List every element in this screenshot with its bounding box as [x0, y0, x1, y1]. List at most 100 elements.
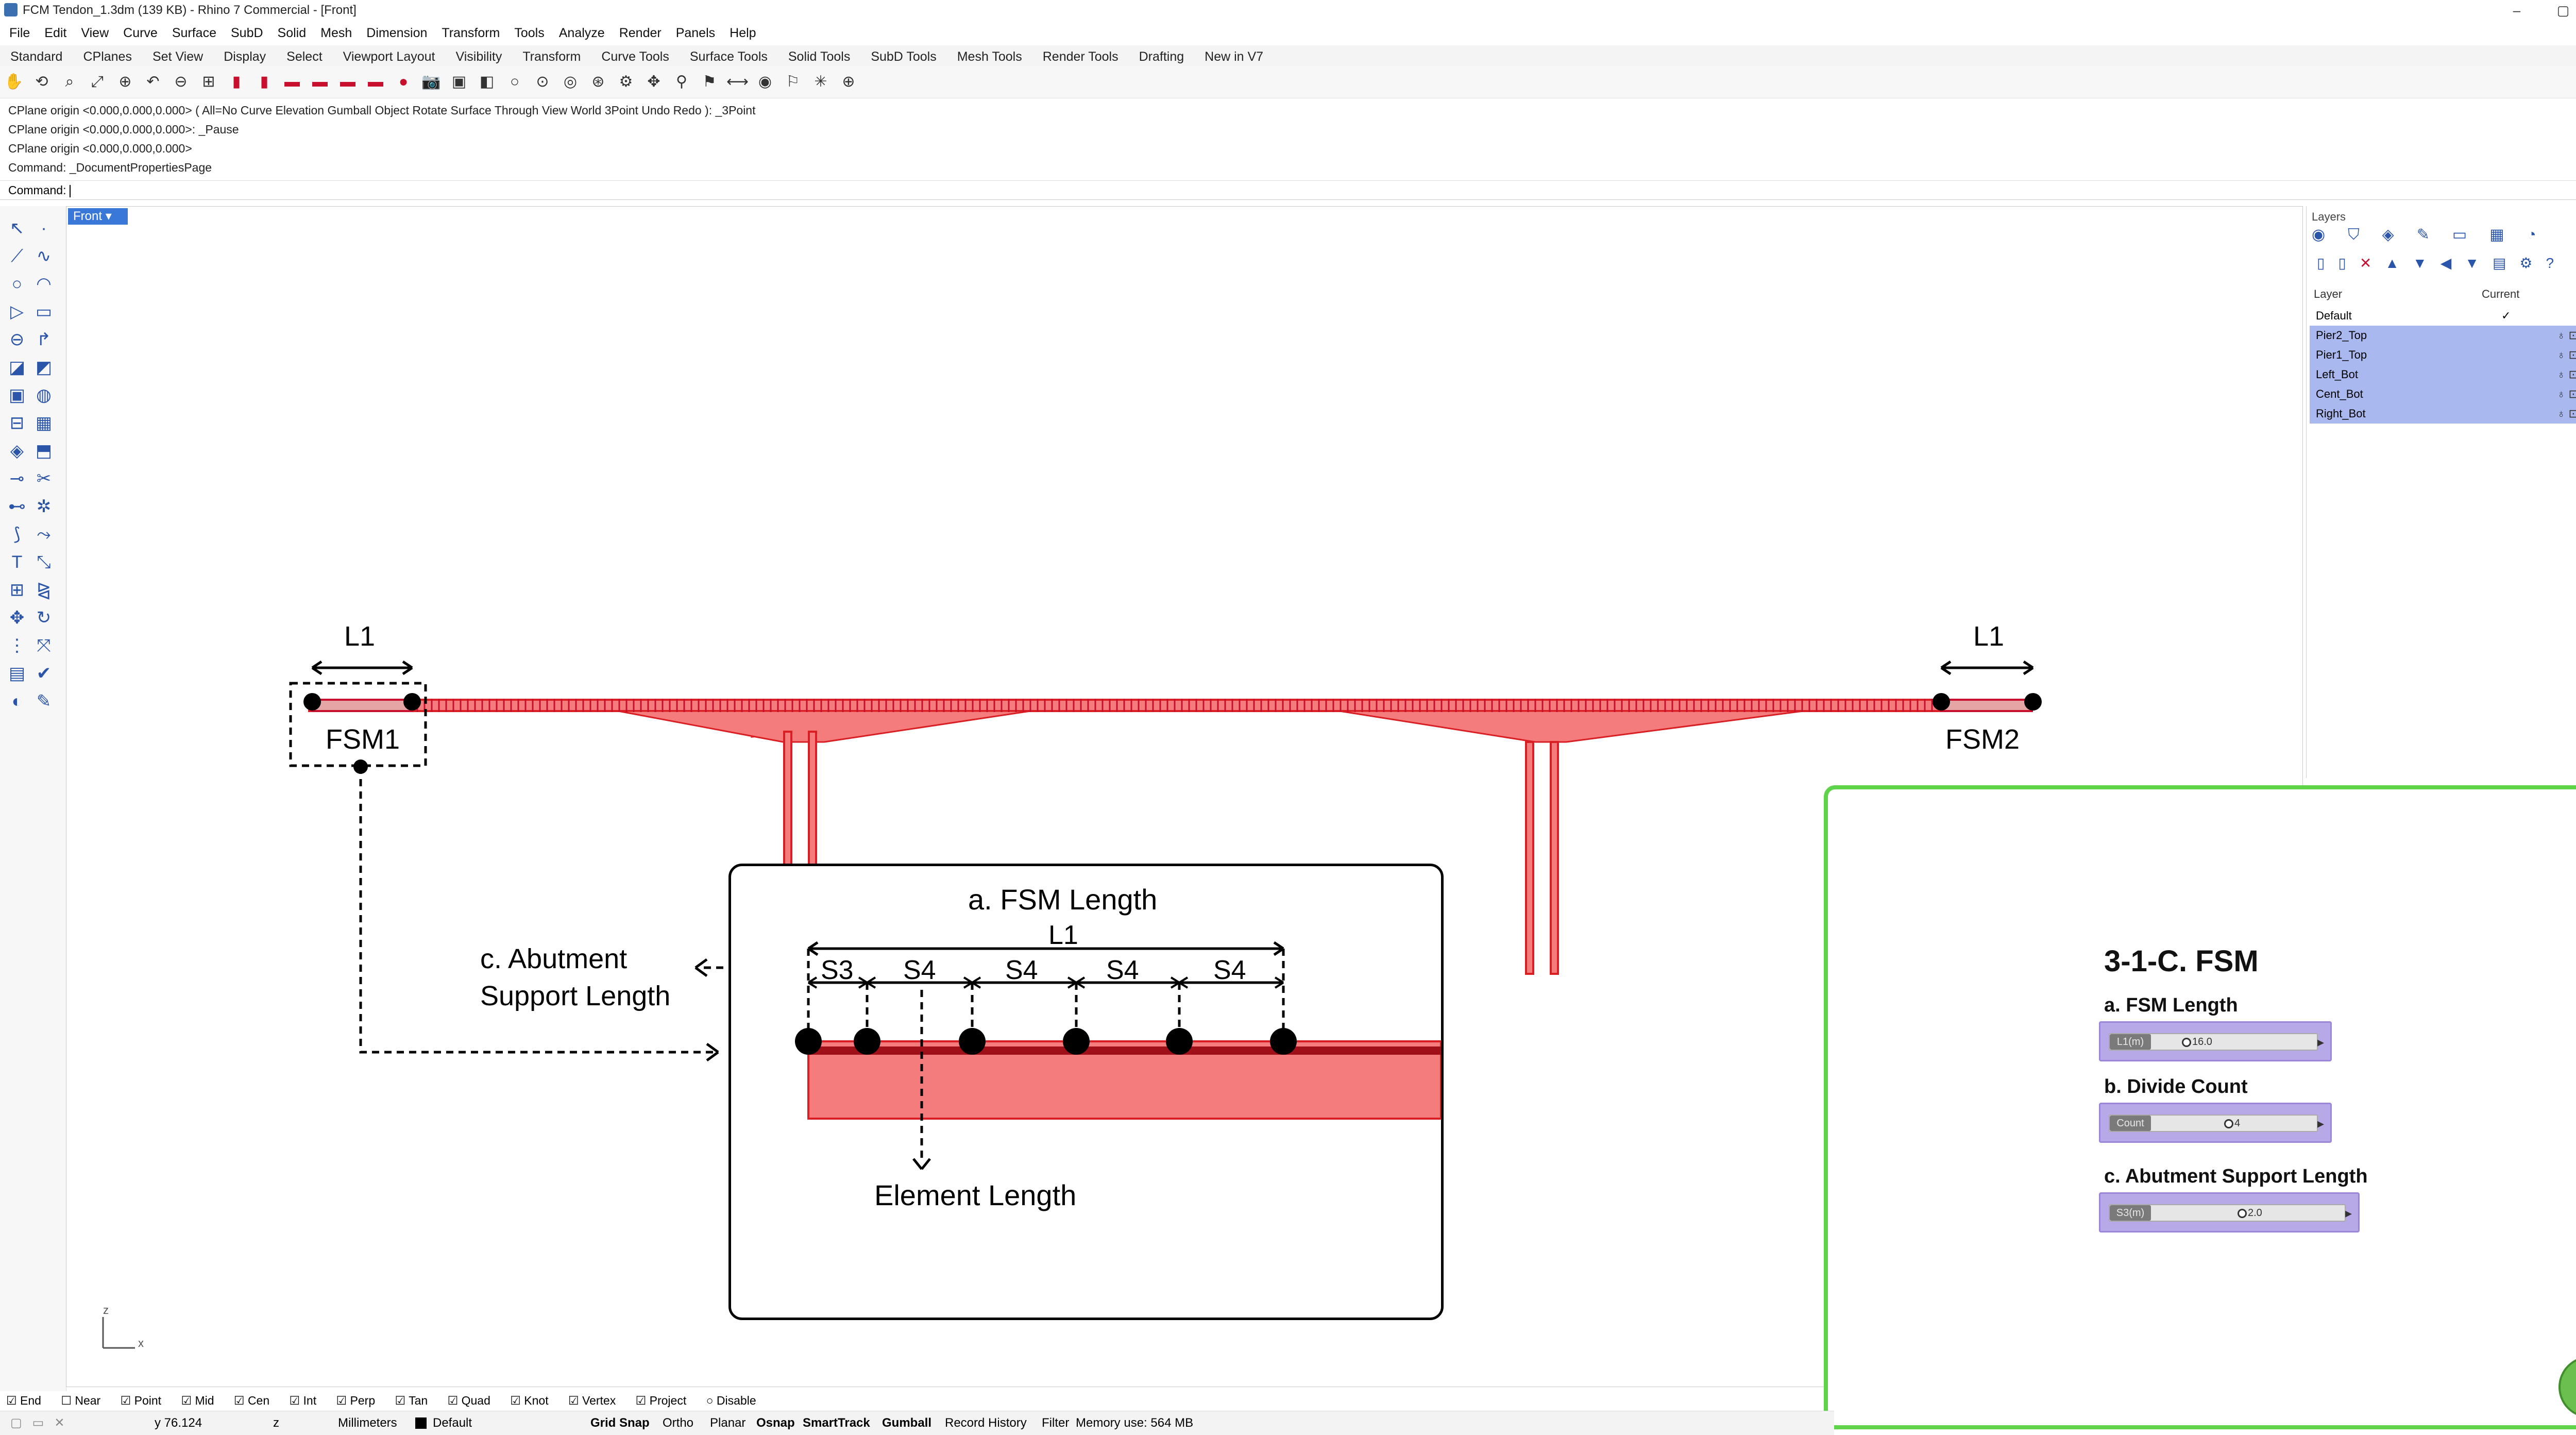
menu-help[interactable]: Help — [730, 26, 756, 40]
lightbulb-icon[interactable]: ♁ ⊡ — [2557, 348, 2576, 361]
car-icon[interactable]: ▬ — [340, 73, 355, 90]
boolean-icon[interactable]: ◈ — [10, 441, 24, 461]
tab-select[interactable]: Select — [286, 49, 323, 64]
eye-icon[interactable]: ◉ — [758, 73, 772, 90]
walk-icon[interactable]: ⚐ — [786, 73, 800, 90]
select-arrow-icon[interactable]: ↖ — [9, 218, 25, 238]
offset-icon[interactable]: ⟆ — [13, 525, 21, 544]
layers-panel-tabs[interactable]: ◉⛉◈✎▭▦◔ — [2312, 226, 2559, 243]
units-label[interactable]: Millimeters — [338, 1416, 397, 1430]
layer-row-pier1-top[interactable]: Pier1_Top♁ ⊡ — [2310, 345, 2576, 365]
status-icons[interactable]: ▢ ▭ ✕ — [10, 1416, 65, 1430]
rectangle-icon[interactable]: ▭ — [35, 302, 53, 322]
fsm-length-slider[interactable]: L1(m) 16.0 ▸ — [2099, 1021, 2332, 1061]
fillet-icon[interactable]: ↱ — [36, 330, 52, 349]
tab-set-view[interactable]: Set View — [152, 49, 204, 64]
osnap-disable[interactable]: ○ Disable — [706, 1394, 756, 1407]
move-icon[interactable]: ✥ — [647, 73, 660, 90]
polyline-icon[interactable]: ⟋ — [11, 246, 23, 266]
current-layer[interactable]: Default — [433, 1416, 472, 1430]
ellipse-icon[interactable]: ⊖ — [9, 330, 25, 349]
lightbulb-icon[interactable]: ♁ ⊡ — [2557, 368, 2576, 381]
menu-render[interactable]: Render — [619, 26, 662, 40]
tab-solid-tools[interactable]: Solid Tools — [788, 49, 851, 64]
paint-icon[interactable]: ✎ — [36, 691, 52, 711]
zoom-extents-icon[interactable]: ⤢ — [91, 73, 104, 90]
gumball-icon[interactable]: ▮ — [260, 73, 269, 90]
slider-knob[interactable] — [2224, 1119, 2233, 1128]
camera-icon[interactable]: 📷 — [421, 73, 441, 90]
osnap-quad[interactable]: ☑ Quad — [447, 1394, 490, 1407]
extrude-icon[interactable]: ⬒ — [35, 441, 53, 461]
undo-view-icon[interactable]: ↶ — [146, 73, 160, 90]
gumball-toggle[interactable]: Gumball — [882, 1416, 932, 1430]
tab-new-in-v7[interactable]: New in V7 — [1205, 49, 1264, 64]
box-icon[interactable]: ▣ — [8, 385, 26, 405]
osnap-project[interactable]: ☑ Project — [635, 1394, 687, 1407]
car-icon[interactable]: ▬ — [284, 73, 300, 90]
cylinder-icon[interactable]: ⊟ — [9, 413, 25, 433]
explode-icon[interactable]: ✲ — [36, 497, 52, 516]
osnap-int[interactable]: ☑ Int — [289, 1394, 317, 1407]
menu-subd[interactable]: SubD — [231, 26, 263, 40]
pan-icon[interactable]: ✋ — [4, 73, 24, 90]
tab-drafting[interactable]: Drafting — [1139, 49, 1184, 64]
menu-solid[interactable]: Solid — [277, 26, 307, 40]
curve-icon[interactable]: ∿ — [36, 246, 52, 266]
dimension-icon[interactable]: ⟷ — [726, 73, 749, 90]
command-input[interactable]: Command: — [0, 180, 2576, 200]
smarttrack-toggle[interactable]: SmartTrack — [803, 1416, 870, 1430]
menu-edit[interactable]: Edit — [44, 26, 67, 40]
tab-surface-tools[interactable]: Surface Tools — [689, 49, 768, 64]
osnap-vertex[interactable]: ☑ Vertex — [568, 1394, 616, 1407]
osnap-end[interactable]: ☑ End — [6, 1394, 41, 1407]
arc-icon[interactable]: ◠ — [36, 274, 52, 294]
abutment-support-slider[interactable]: S3(m) 2.0 ▸ — [2099, 1192, 2360, 1233]
osnap-point[interactable]: ☑ Point — [120, 1394, 162, 1407]
cplane-icon[interactable]: ◎ — [563, 73, 578, 90]
menu-surface[interactable]: Surface — [172, 26, 216, 40]
filter-toggle[interactable]: Filter — [1042, 1416, 1070, 1430]
car-icon[interactable]: ▬ — [312, 73, 328, 90]
lightbulb-icon[interactable]: ♁ ⊡ — [2557, 329, 2576, 342]
polygon-icon[interactable]: ▷ — [10, 302, 24, 322]
tab-curve-tools[interactable]: Curve Tools — [601, 49, 669, 64]
tab-transform[interactable]: Transform — [522, 49, 581, 64]
planar-toggle[interactable]: Planar — [710, 1416, 746, 1430]
layers-toolbar[interactable]: ▯▯✕▲▼◀▼▤⚙? — [2317, 255, 2568, 271]
menu-curve[interactable]: Curve — [123, 26, 158, 40]
menu-analyze[interactable]: Analyze — [558, 26, 605, 40]
loft-icon[interactable]: ◩ — [35, 358, 53, 377]
lock-viewport-icon[interactable]: ▮ — [232, 73, 241, 90]
tab-render-tools[interactable]: Render Tools — [1042, 49, 1118, 64]
ortho-toggle[interactable]: Ortho — [663, 1416, 694, 1430]
tab-subd-tools[interactable]: SubD Tools — [871, 49, 937, 64]
display-mode-icon[interactable]: ◧ — [479, 73, 495, 90]
help-icon[interactable]: ⊕ — [842, 73, 855, 90]
tab-mesh-tools[interactable]: Mesh Tools — [957, 49, 1022, 64]
split-icon[interactable]: ⊸ — [9, 469, 25, 488]
grid-icon[interactable]: ⋮ — [8, 636, 26, 655]
flag-icon[interactable]: ⚑ — [702, 73, 717, 90]
gear-icon[interactable]: ⚙ — [619, 73, 633, 90]
surface-icon[interactable]: ◪ — [8, 358, 26, 377]
zoom-icon[interactable]: ⌕ — [65, 73, 74, 90]
lightbulb-icon[interactable]: ♁ ⊡ — [2557, 387, 2576, 400]
text-icon[interactable]: T — [11, 552, 23, 572]
menu-transform[interactable]: Transform — [442, 26, 500, 40]
tab-visibility[interactable]: Visibility — [455, 49, 502, 64]
menu-mesh[interactable]: Mesh — [320, 26, 352, 40]
osnap-near[interactable]: ☐ Near — [61, 1394, 101, 1407]
viewport-tab-front[interactable]: Front ▾ — [68, 208, 128, 225]
tab-viewport-layout[interactable]: Viewport Layout — [343, 49, 435, 64]
array-icon[interactable]: ⊞ — [9, 580, 25, 600]
dimension-tool-icon[interactable]: ⤡ — [37, 552, 51, 572]
zoom-selected-icon[interactable]: ⊖ — [174, 73, 188, 90]
maximize-button[interactable]: ▢ — [2556, 3, 2570, 18]
analyze-icon[interactable]: ◐ — [11, 691, 23, 711]
osnap-cen[interactable]: ☑ Cen — [233, 1394, 270, 1407]
osnap-icon[interactable]: ⊙ — [536, 73, 549, 90]
grid-snap-toggle[interactable]: Grid Snap — [590, 1416, 650, 1430]
layer-row-cent-bot[interactable]: Cent_Bot♁ ⊡ — [2310, 384, 2576, 404]
menu-view[interactable]: View — [81, 26, 109, 40]
